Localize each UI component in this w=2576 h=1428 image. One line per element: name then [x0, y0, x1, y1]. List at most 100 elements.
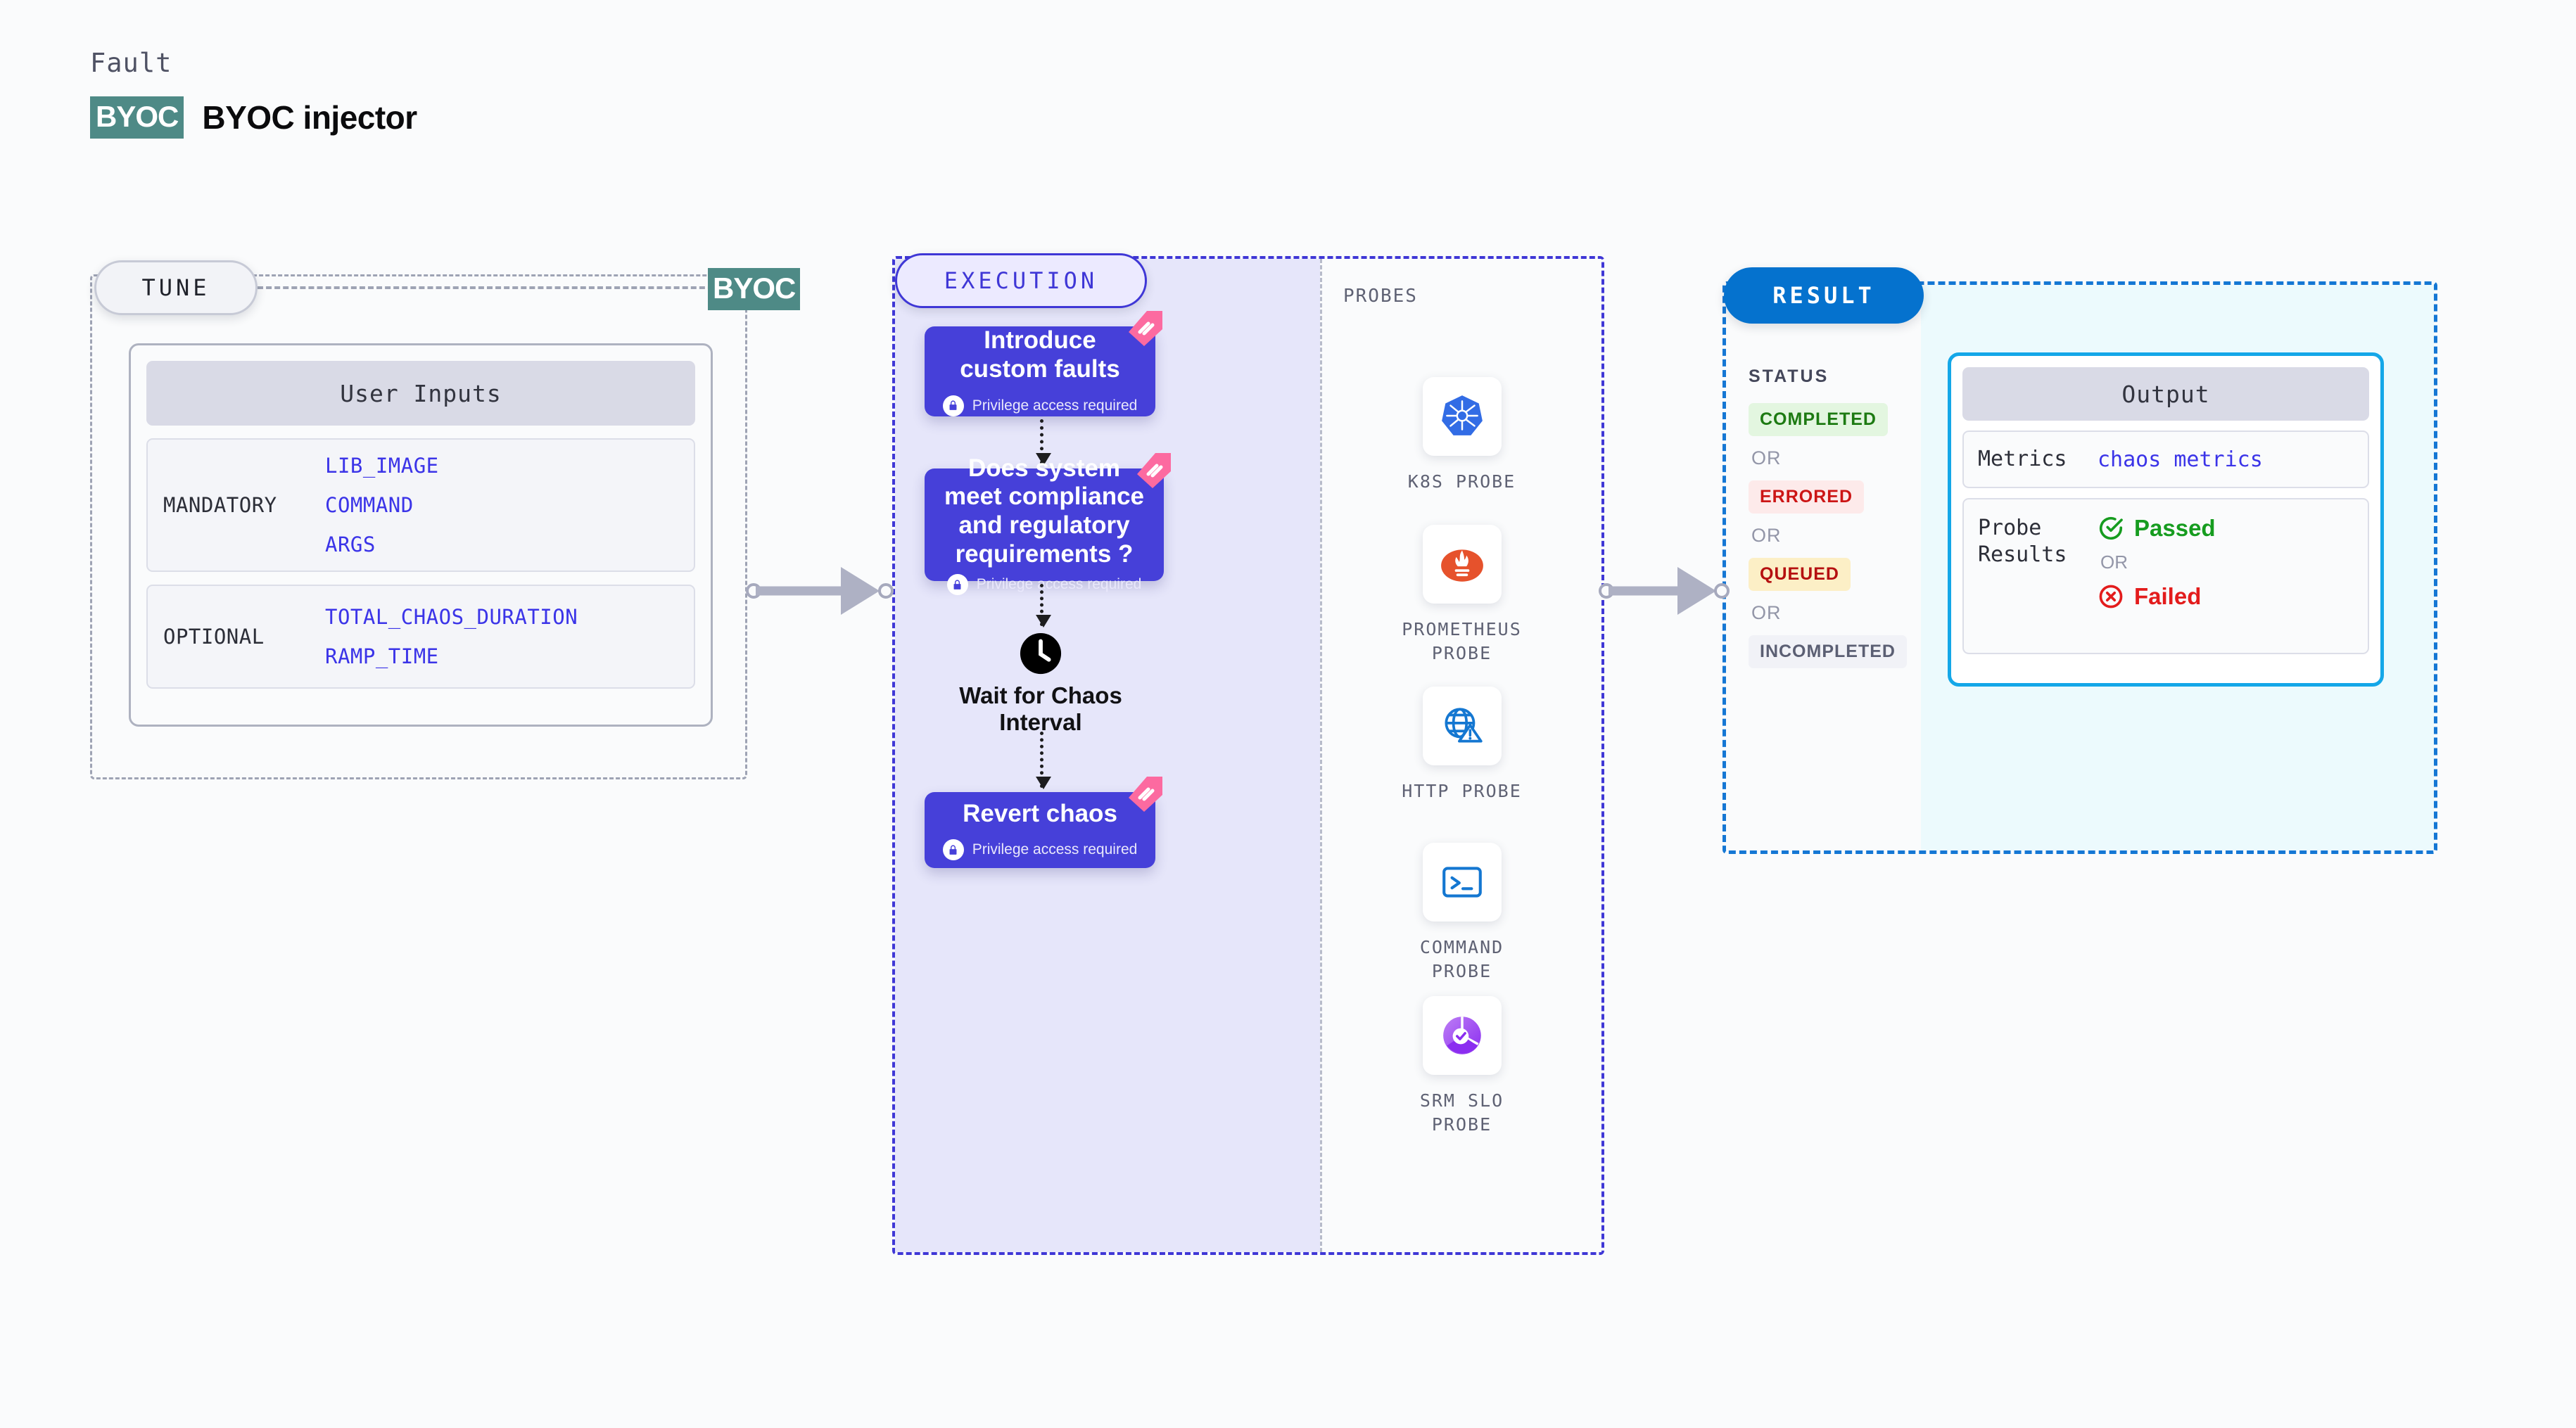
- check-circle-icon: [2099, 516, 2123, 540]
- flow-node-title: Introduce custom faults: [960, 326, 1120, 383]
- connector-end-dot: [878, 583, 894, 599]
- status-badge-queued: QUEUED: [1749, 558, 1851, 591]
- chaos-flag-icon: [1129, 777, 1162, 812]
- status-label: STATUS: [1749, 366, 1829, 386]
- status-or-label: OR: [1751, 447, 1782, 468]
- flow-node-privilege-note: Privilege access required: [946, 574, 1142, 596]
- probe-result-failed-text: Failed: [2134, 583, 2202, 609]
- probe-result-passed-text: Passed: [2134, 515, 2216, 541]
- chaos-flag-icon: [1129, 311, 1162, 346]
- param-ramp-time[interactable]: RAMP_TIME: [325, 644, 439, 668]
- param-args[interactable]: ARGS: [325, 533, 376, 556]
- status-list: COMPLETED OR ERRORED OR QUEUED OR INCOMP…: [1749, 403, 1907, 668]
- probe-label: COMMAND PROBE: [1419, 937, 1504, 981]
- flow-node-privilege-note: Privilege access required: [942, 395, 1138, 416]
- probe-result-or-label: OR: [2100, 552, 2128, 573]
- flow-node-privilege-text: Privilege access required: [972, 841, 1138, 858]
- flow-node-introduce-custom-faults[interactable]: Introduce custom faults Privilege access…: [925, 311, 1162, 416]
- output-card: Output Metrics chaos metrics Probe Resul…: [1948, 352, 2384, 687]
- probes-panel: PROBES K8S PROBE: [1320, 259, 1601, 1252]
- flow-arrow-1: [1036, 419, 1051, 466]
- flow-node-title: Does system meet compliance and regulato…: [944, 454, 1144, 568]
- status-badge-completed: COMPLETED: [1749, 403, 1888, 436]
- clock-icon: [1019, 632, 1062, 675]
- lock-icon: [942, 395, 964, 416]
- prometheus-icon: [1422, 525, 1502, 604]
- user-inputs-card: User Inputs MANDATORY LIB_IMAGE COMMAND …: [129, 343, 713, 727]
- execution-section: Introduce custom faults Privilege access…: [892, 256, 1604, 1255]
- connector-shaft: [1609, 586, 1699, 596]
- byoc-edge-badge: BYOC: [708, 268, 801, 310]
- result-status-panel: STATUS COMPLETED OR ERRORED OR QUEUED OR…: [1726, 285, 1926, 850]
- probe-command[interactable]: COMMAND PROBE: [1322, 843, 1601, 983]
- page-title: BYOC injector: [202, 99, 417, 136]
- connector-execution-to-result: [1599, 566, 1732, 616]
- param-group-label: OPTIONAL: [163, 625, 265, 649]
- execution-section-chip[interactable]: EXECUTION: [895, 253, 1147, 308]
- terminal-icon: [1422, 843, 1502, 922]
- lock-icon: [946, 574, 968, 596]
- status-badge-errored: ERRORED: [1749, 480, 1865, 514]
- page-header: Fault BYOC BYOC injector: [90, 48, 417, 139]
- param-group-optional: OPTIONAL TOTAL_CHAOS_DURATION RAMP_TIME: [146, 585, 695, 689]
- connector-arrowhead: [841, 567, 880, 615]
- result-output-panel: Output Metrics chaos metrics Probe Resul…: [1921, 285, 2434, 850]
- byoc-badge: BYOC: [90, 96, 184, 139]
- probe-prometheus[interactable]: PROMETHEUS PROBE: [1322, 525, 1601, 665]
- probe-http[interactable]: HTTP PROBE: [1322, 687, 1601, 803]
- probe-result-values: Passed OR Failed: [2098, 515, 2216, 610]
- output-row-probe-results: Probe Results Passed OR: [1962, 498, 2369, 654]
- flow-node-title: Wait for Chaos Interval: [959, 682, 1122, 736]
- x-circle-icon: [2099, 585, 2123, 608]
- tune-dashed-connector-line: [258, 286, 722, 289]
- param-lib-image[interactable]: LIB_IMAGE: [325, 454, 439, 478]
- probe-result-passed: Passed: [2098, 515, 2216, 542]
- output-header: Output: [1962, 367, 2369, 421]
- flow-node-privilege-text: Privilege access required: [972, 397, 1138, 414]
- user-inputs-header: User Inputs: [146, 361, 695, 426]
- result-section-chip[interactable]: RESULT: [1724, 267, 1924, 324]
- connector-tune-to-execution: [746, 566, 897, 616]
- fault-kicker: Fault: [90, 48, 172, 78]
- param-command[interactable]: COMMAND: [325, 493, 414, 517]
- flow-node-revert-chaos[interactable]: Revert chaos Privilege access required: [925, 777, 1162, 868]
- connector-end-dot: [1714, 583, 1730, 599]
- kubernetes-icon: [1422, 377, 1502, 456]
- probe-srm-slo[interactable]: SRM SLO PROBE: [1322, 996, 1601, 1137]
- flow-arrow-3: [1036, 732, 1051, 789]
- flow-node-compliance-check[interactable]: Does system meet compliance and regulato…: [925, 453, 1171, 596]
- globe-warning-icon: [1422, 687, 1502, 765]
- execution-flow-panel: Introduce custom faults Privilege access…: [895, 259, 1326, 1252]
- output-probe-results-label: Probe Results: [1978, 516, 2067, 568]
- output-metrics-value[interactable]: chaos metrics: [2098, 447, 2263, 472]
- tune-section-chip[interactable]: TUNE: [94, 260, 258, 315]
- probe-result-failed: Failed: [2098, 583, 2216, 610]
- param-group-mandatory: MANDATORY LIB_IMAGE COMMAND ARGS: [146, 438, 695, 572]
- flow-arrow-2: [1036, 584, 1051, 627]
- output-metrics-label: Metrics: [1978, 446, 2067, 471]
- output-row-metrics: Metrics chaos metrics: [1962, 431, 2369, 488]
- probe-k8s[interactable]: K8S PROBE: [1322, 377, 1601, 494]
- chaos-flag-icon: [1137, 453, 1171, 488]
- connector-arrowhead: [1677, 567, 1716, 615]
- lock-icon: [942, 839, 964, 861]
- flow-node-title: Revert chaos: [963, 799, 1117, 827]
- param-value-list: LIB_IMAGE COMMAND ARGS: [325, 454, 439, 556]
- probe-label: SRM SLO PROBE: [1419, 1090, 1504, 1135]
- flow-node-wait-for-chaos-interval[interactable]: Wait for Chaos Interval: [925, 632, 1157, 737]
- result-section: STATUS COMPLETED OR ERRORED OR QUEUED OR…: [1722, 281, 2437, 854]
- probe-label: HTTP PROBE: [1402, 781, 1522, 801]
- probe-label: K8S PROBE: [1407, 471, 1516, 492]
- flow-node-privilege-note: Privilege access required: [942, 839, 1138, 861]
- flow-node-privilege-text: Privilege access required: [976, 576, 1142, 593]
- probe-label: PROMETHEUS PROBE: [1402, 619, 1522, 663]
- probes-label: PROBES: [1343, 286, 1418, 307]
- param-total-chaos-duration[interactable]: TOTAL_CHAOS_DURATION: [325, 605, 578, 629]
- tune-section: User Inputs MANDATORY LIB_IMAGE COMMAND …: [90, 274, 747, 779]
- status-or-label: OR: [1751, 602, 1782, 623]
- connector-shaft: [756, 586, 861, 596]
- param-value-list: TOTAL_CHAOS_DURATION RAMP_TIME: [325, 605, 578, 668]
- param-group-label: MANDATORY: [163, 493, 277, 517]
- title-row: BYOC BYOC injector: [90, 96, 417, 139]
- status-badge-incompleted: INCOMPLETED: [1749, 635, 1907, 668]
